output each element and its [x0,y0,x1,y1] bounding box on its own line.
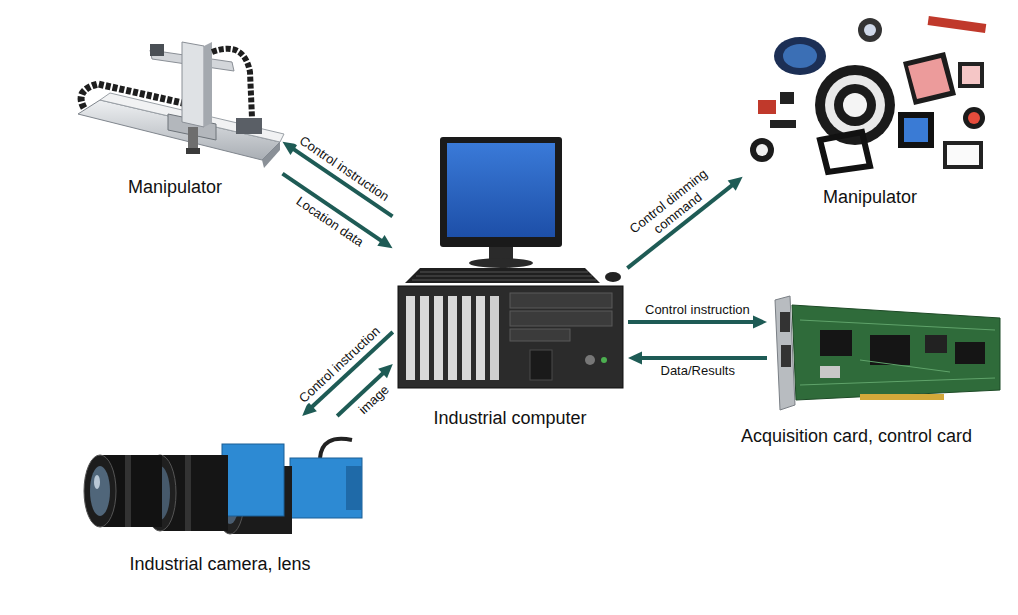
device-caption: Industrial camera, lens [65,553,375,575]
edge-label: Data/Results [658,363,738,378]
illustration-area [770,290,1005,415]
edge-label: Location data [292,192,370,252]
connector-arrow [628,316,767,329]
illustration-area [745,12,995,180]
industrial-computer [398,137,623,388]
arrow-head [753,316,767,329]
arrow-head [378,364,393,378]
light-sources [750,16,986,172]
illustration-area [65,418,375,545]
device-node: Manipulator [745,12,995,208]
device-caption: Acquisition card, control card [708,425,1005,447]
edge-label: Control instruction [294,131,394,206]
device-node: Industrial computer [395,135,625,429]
industrial-cameras [84,439,362,534]
arrow-head [377,235,392,248]
gantry-robot [78,42,284,168]
edge-label: Control dimming command [617,158,728,255]
arrow-head [728,177,743,191]
illustration-area [395,135,625,393]
edge-label: image [353,380,394,419]
arrow-head [628,352,642,365]
device-node: Acquisition card, control card [770,290,1005,447]
connector-line [640,356,767,360]
acquisition-card [775,296,1000,410]
illustration-area [70,30,280,170]
connector-line [628,320,755,324]
edge-label: Control instruction [642,302,753,317]
device-caption: Industrial computer [395,407,625,429]
device-node: Industrial camera, lens [65,418,375,575]
device-caption: Manipulator [745,186,995,208]
device-node: Manipulator [70,30,280,198]
device-caption: Manipulator [70,176,280,198]
